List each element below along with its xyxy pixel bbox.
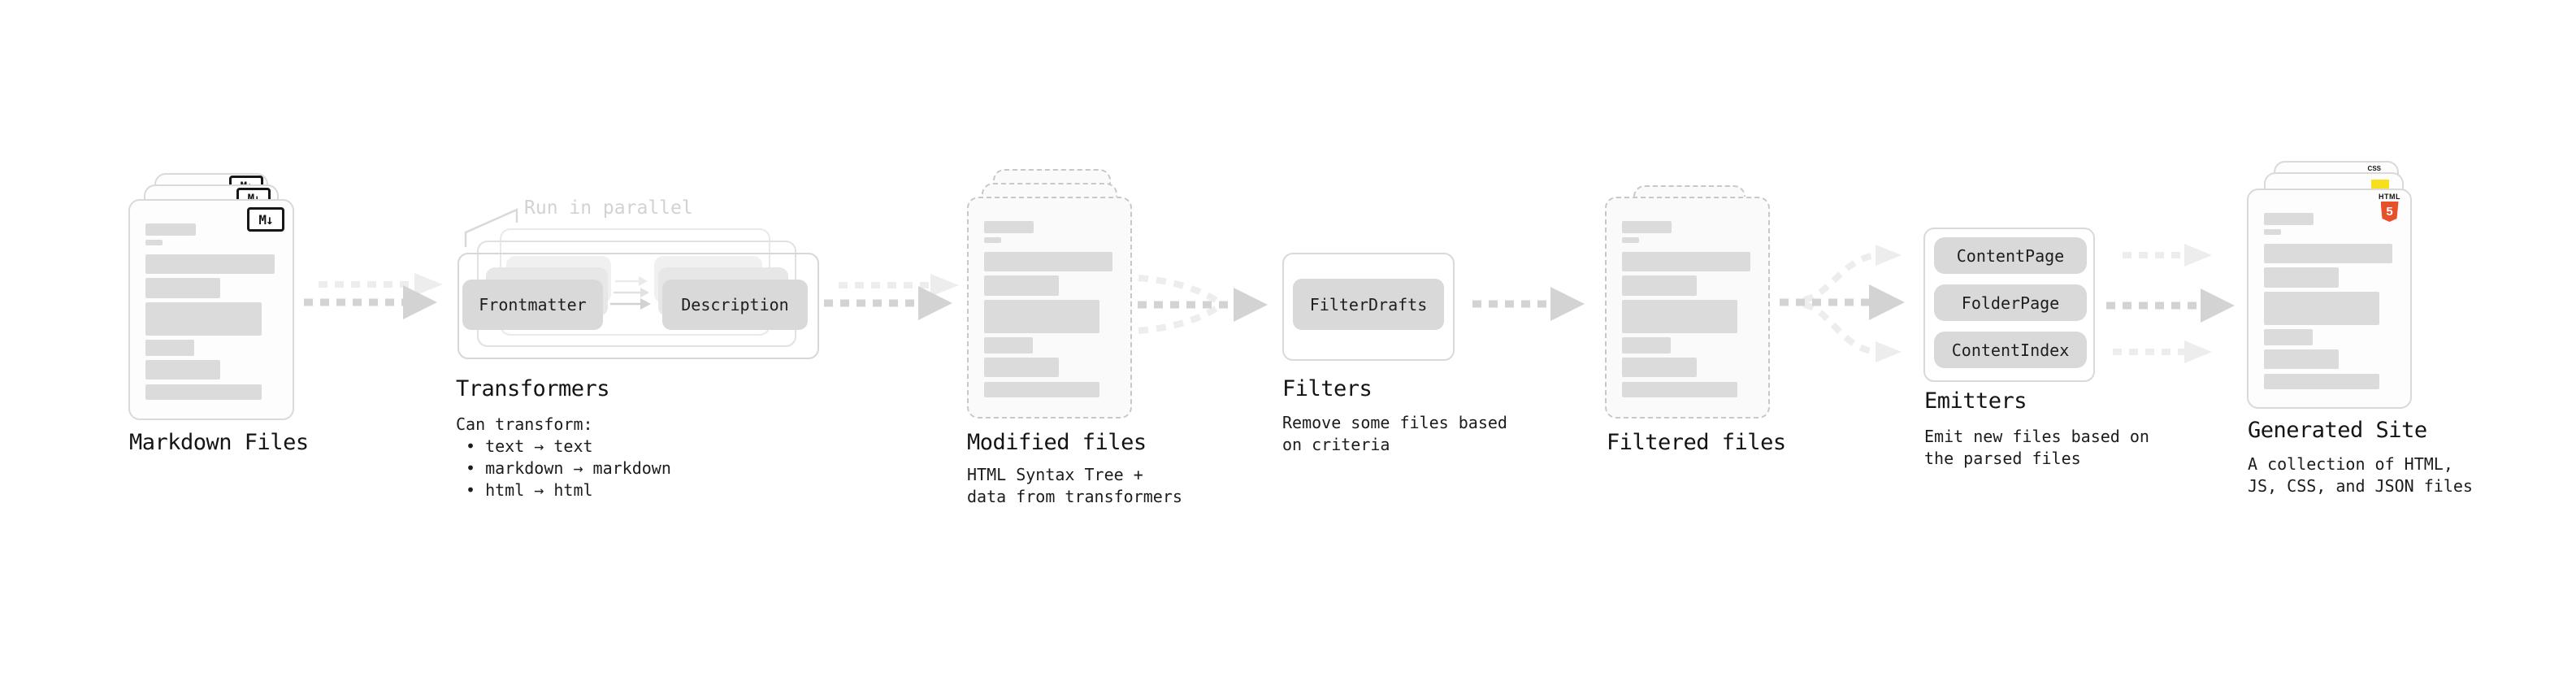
markdown-files-label: Markdown Files: [129, 430, 309, 455]
description-line: JS, CSS, and JSON files: [2248, 476, 2473, 496]
transform-bullet: • markdown → markdown: [466, 458, 671, 478]
run-in-parallel-annotation: Run in parallel: [524, 197, 693, 219]
transformers-notes: Can transform: • text → text • markdown …: [456, 414, 671, 501]
file-content-placeholder: [1622, 221, 1753, 397]
pill-to-pill-arrows: [610, 276, 651, 310]
frontmatter-pill: Frontmatter: [462, 280, 603, 330]
description-line: data from transformers: [967, 487, 1182, 506]
arrow-markdown-to-transformers: [304, 273, 443, 319]
arrow-filters-to-filtered: [1472, 287, 1585, 321]
generated-site-label: Generated Site: [2248, 418, 2427, 443]
html-file-card: HTML 5: [2247, 189, 2412, 409]
html5-wordmark: HTML: [2379, 193, 2400, 201]
description-line: A collection of HTML,: [2248, 454, 2453, 474]
modified-files-label: Modified files: [967, 430, 1147, 455]
transformers-label: Transformers: [456, 376, 610, 401]
contentindex-pill: ContentIndex: [1934, 332, 2087, 368]
javascript-icon: [2371, 180, 2389, 189]
annotation-leader-line: [464, 208, 518, 247]
transformer-box: [458, 253, 819, 359]
transform-bullet: • text → text: [466, 436, 593, 456]
arrow-modified-to-filters: [1138, 275, 1268, 334]
description-pill: Description: [662, 280, 808, 330]
arrow-filtered-to-emitters: [1780, 245, 1905, 362]
file-content-placeholder: [2264, 213, 2395, 389]
description-line: the parsed files: [1924, 449, 2081, 468]
filters-description: Remove some files based on criteria: [1282, 412, 1507, 456]
markdown-file-card: M↓: [128, 199, 294, 420]
description-line: Remove some files based: [1282, 413, 1507, 432]
contentpage-pill: ContentPage: [1934, 237, 2087, 274]
html5-shield: 5: [2380, 202, 2399, 222]
can-transform-title: Can transform:: [456, 414, 593, 434]
folderpage-pill: FolderPage: [1934, 284, 2087, 321]
markdown-icon: M↓: [247, 207, 284, 232]
modified-file-card: [967, 197, 1132, 419]
file-content-placeholder: [145, 223, 277, 400]
emitters-label: Emitters: [1924, 388, 2027, 414]
generated-site-description: A collection of HTML, JS, CSS, and JSON …: [2248, 453, 2473, 497]
filterdrafts-pill: FilterDrafts: [1293, 279, 1444, 330]
filtered-files-label: Filtered files: [1607, 430, 1786, 455]
modified-files-description: HTML Syntax Tree + data from transformer…: [967, 464, 1182, 508]
filters-label: Filters: [1282, 376, 1373, 401]
arrow-emitters-to-generated: [2106, 244, 2235, 363]
emitters-description: Emit new files based on the parsed files: [1924, 426, 2149, 470]
transform-bullet: • html → html: [466, 480, 593, 500]
html5-icon: HTML 5: [2379, 193, 2400, 222]
description-line: on criteria: [1282, 435, 1390, 454]
description-line: HTML Syntax Tree +: [967, 465, 1143, 484]
file-content-placeholder: [984, 221, 1115, 397]
description-line: Emit new files based on: [1924, 427, 2149, 446]
arrow-transformers-to-modified: [824, 274, 959, 320]
filtered-file-card: [1605, 197, 1770, 419]
